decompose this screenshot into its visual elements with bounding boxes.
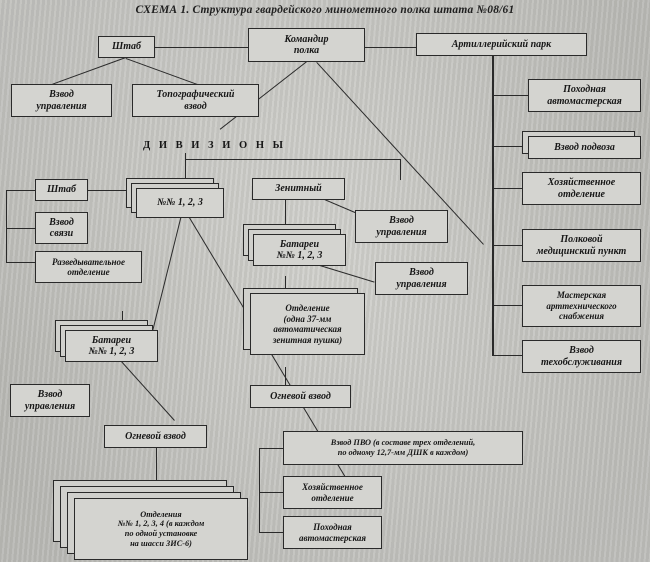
box-batarei-vzvod-upravleniya-left[interactable]: Взвод управления (10, 384, 90, 417)
connector-right-3 (492, 188, 522, 190)
box-zenitnyy-ognevoy-vzvod[interactable]: Огневой взвод (250, 385, 351, 408)
connector-zenbat-vzvodupr (319, 265, 375, 283)
box-komandir-polka[interactable]: Командир полка (248, 28, 365, 62)
box-vzvod-tehobsluzhivaniya[interactable]: Взвод техобслуживания (522, 340, 641, 373)
connector-bottom-pvo (259, 448, 283, 450)
connector-bottom-avto (259, 532, 283, 534)
box-diviziony-numbers[interactable]: №№ 1, 2, 3 (136, 188, 224, 218)
box-pohodnaya-avtomasterskaya-right[interactable]: Походная автомастерская (528, 79, 641, 112)
connector-right-trunk (492, 55, 494, 356)
connector-right-1 (492, 95, 528, 97)
connector-right-6 (492, 355, 522, 357)
box-zenitnyy-vzvod-upravleniya[interactable]: Взвод управления (355, 210, 448, 243)
connector-bottom-hoz (259, 492, 283, 494)
box-vzvod-svyazi[interactable]: Взвод связи (35, 212, 88, 244)
box-masterskaya-arttehnicheskogo-snabzheniya[interactable]: Мастерская арттехнического снабжения (522, 285, 641, 327)
page-title: СХЕМА 1. Структура гвардейского минометн… (135, 4, 515, 16)
connector-ognevoy-otdeleniya (156, 448, 158, 480)
box-zenitnyy[interactable]: Зенитный (252, 178, 345, 200)
connector-div-shtab (6, 190, 35, 192)
box-otdeleniya-numbers[interactable]: Отделения №№ 1, 2, 3, 4 (в каждом по одн… (74, 498, 248, 560)
connector-div-razved (6, 262, 35, 264)
box-hozyaystvennoe-otdelenie-bottom[interactable]: Хозяйственное отделение (283, 476, 382, 509)
box-divizion-batarei[interactable]: Батареи №№ 1, 2, 3 (65, 330, 158, 362)
box-shtab-polka[interactable]: Штаб (98, 36, 155, 58)
connector-diviziony-bar (185, 159, 401, 161)
box-div-shtab[interactable]: Штаб (35, 179, 88, 201)
box-batarei-vzvod-upravleniya[interactable]: Взвод управления (375, 262, 468, 295)
box-vzvod-pvo[interactable]: Взвод ПВО (в составе трех отделений, по … (283, 431, 523, 465)
connector-right-4 (492, 245, 522, 247)
box-vzvod-podvoza[interactable]: Взвод подвоза (528, 136, 641, 159)
connector-otdelenie-ognevoy (285, 367, 287, 385)
box-zenitnoe-otdelenie[interactable]: Отделение (одна 37-мм автоматическая зен… (250, 293, 365, 355)
connector-divbat-ognevoy (116, 357, 175, 422)
connector-shtab-komandir (155, 47, 248, 49)
box-zenitnyy-batarei[interactable]: Батареи №№ 1, 2, 3 (253, 234, 346, 266)
connector-shtab-topo (125, 58, 202, 87)
connector-div-left-bracket (6, 190, 8, 262)
box-razvedyvatelnoe-otdelenie[interactable]: Разведывательное отделение (35, 251, 142, 283)
connector-shtab-divbox (88, 190, 126, 192)
box-polkovoy-medpunkt[interactable]: Полковой медицинский пункт (522, 229, 641, 262)
connector-div-svyazi (6, 228, 35, 230)
connector-bottom-bracket (259, 448, 261, 532)
connector-diviziony-stem (185, 153, 187, 180)
box-topograficheskiy-vzvod[interactable]: Топографический взвод (132, 84, 259, 117)
connector-zenitnyy-stem (400, 159, 402, 180)
connector-komandir-artpark (365, 47, 416, 49)
box-vzvod-upravleniya-polk[interactable]: Взвод управления (11, 84, 112, 117)
box-artilleriyskiy-park[interactable]: Артиллерийский парк (416, 33, 587, 56)
connector-shtab-vzvodupr (52, 56, 126, 85)
group-label-diviziony: Д И В И З И О Н Ы (143, 140, 286, 151)
box-hozyaystvennoe-otdelenie-right[interactable]: Хозяйственное отделение (522, 172, 641, 205)
box-divizion-ognevoy-vzvod[interactable]: Огневой взвод (104, 425, 207, 448)
box-pohodnaya-avtomasterskaya-bottom[interactable]: Походная автомастерская (283, 516, 382, 549)
connector-right-5 (492, 305, 522, 307)
